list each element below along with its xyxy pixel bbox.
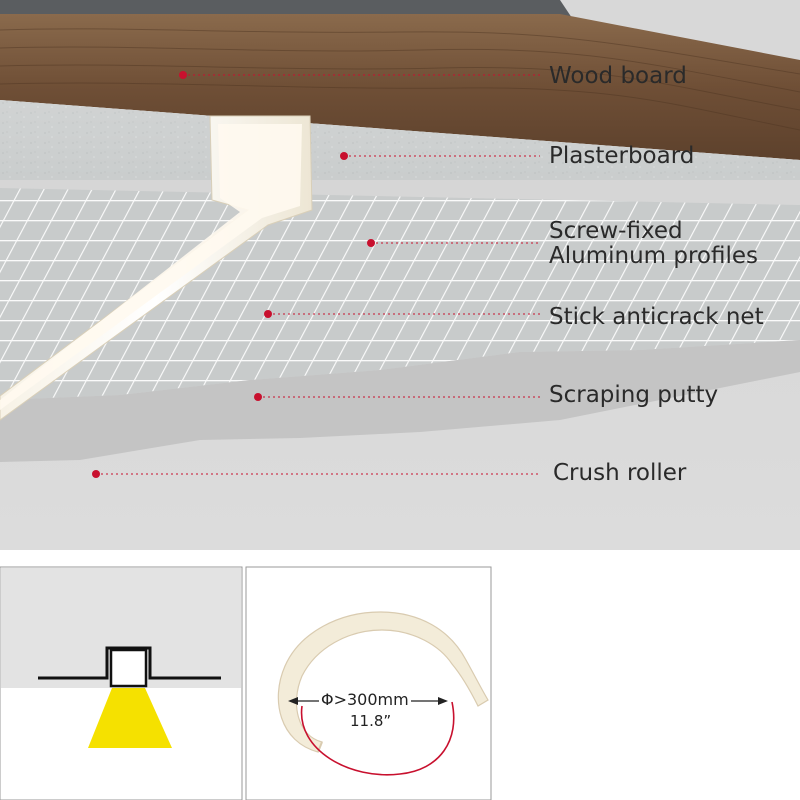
dot-putty (254, 393, 262, 401)
bend-strip (277, 611, 489, 753)
arrow-right-head (438, 697, 448, 705)
net-grid (0, 188, 800, 400)
profile-section (109, 648, 148, 688)
dot-roller (92, 470, 100, 478)
label-profiles-line2: Aluminum profiles (549, 243, 758, 269)
dot-net (264, 310, 272, 318)
dot-profiles (367, 239, 375, 247)
label-crush-roller: Crush roller (553, 460, 687, 486)
wood-board-layer (0, 14, 800, 160)
label-profiles-line1: Screw-fixed (549, 218, 683, 244)
wood-grain (0, 28, 800, 131)
light-beam (88, 688, 172, 748)
leader-dots (92, 71, 375, 478)
cross-section-panel (0, 566, 243, 800)
dot-wood (179, 71, 187, 79)
label-anticrack-net: Stick anticrack net (549, 304, 764, 330)
diameter-label: Φ>300mm (319, 690, 411, 709)
profile-glow (0, 124, 302, 410)
arrow-left-head (288, 697, 298, 705)
bend-panel (245, 566, 492, 800)
label-scraping-putty: Scraping putty (549, 382, 719, 408)
leader-lines (96, 74, 540, 475)
dot-plaster (340, 152, 348, 160)
diameter-arc (300, 701, 455, 776)
inch-label: 11.8” (350, 712, 392, 730)
putty-region (0, 340, 800, 462)
ceiling-line (38, 646, 221, 680)
label-plasterboard: Plasterboard (549, 143, 695, 169)
label-wood-board: Wood board (549, 63, 687, 89)
